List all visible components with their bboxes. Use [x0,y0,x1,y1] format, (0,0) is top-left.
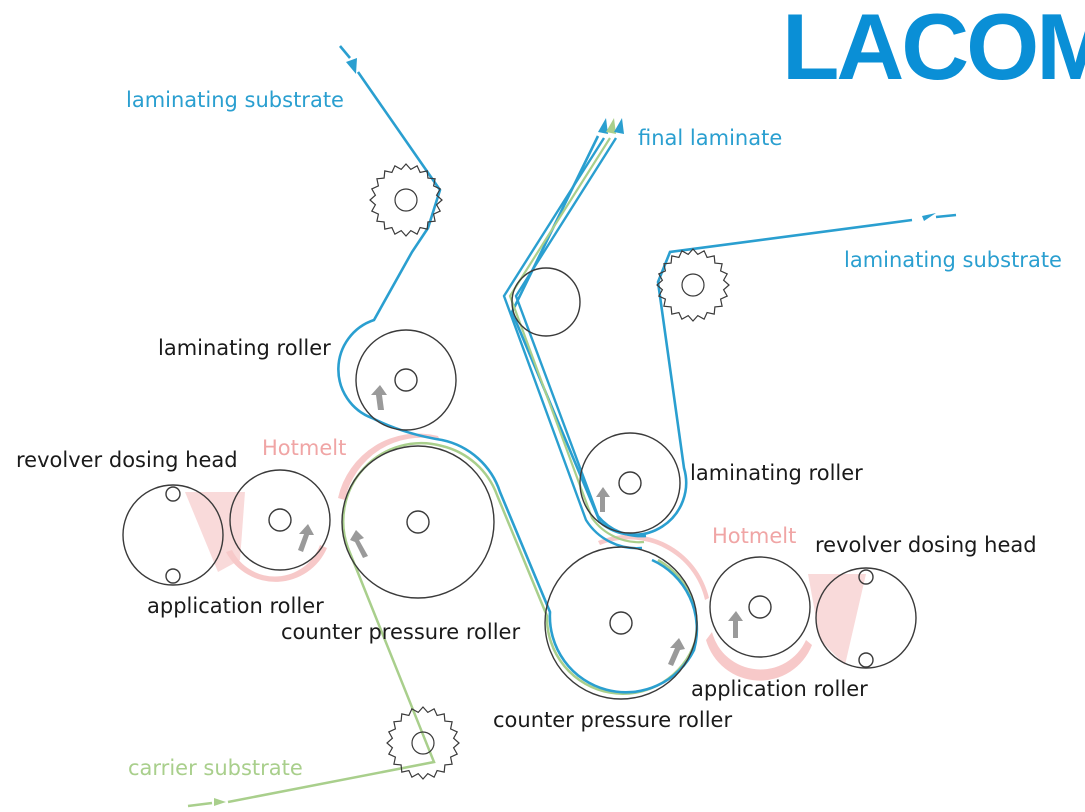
revolver-dosing-head-left [122,484,224,586]
gear-roller-bottom-hub [411,731,435,755]
label-laminating-substrate-left: laminating substrate [126,88,344,112]
revolver-dosing-head-right-nozzle-bottom [858,652,874,668]
final-laminate-band-inner [514,137,647,538]
counter-pressure-roller-right [544,546,698,700]
carrier-arrow-tail [187,801,213,808]
final-laminate-arrow-2 [606,118,616,134]
rotation-arrow-laminating-roller-right [596,487,610,512]
label-counter-pressure-roller-left: counter pressure roller [281,620,521,644]
label-application-roller-right: application roller [691,677,868,701]
laminating-roller-left-hub [394,368,418,392]
revolver-dosing-head-left-nozzle-top [165,486,181,502]
label-laminating-roller-left: laminating roller [158,336,331,360]
label-revolver-dosing-head-left: revolver dosing head [16,448,238,472]
hotmelt-nip-right [706,632,812,681]
counter-pressure-roller-left-hub [406,510,430,534]
revolver-dosing-head-right [815,567,917,669]
final-laminate-arrow-3 [614,118,624,134]
label-revolver-dosing-head-right: revolver dosing head [815,533,1037,557]
final-laminate-arrow-1 [598,118,608,134]
rotation-arrow-application-roller-right [728,611,743,638]
revolver-dosing-head-right-nozzle-top [858,569,874,585]
label-laminating-roller-right: laminating roller [690,461,863,485]
lacom-logo: LACOM [782,0,1085,99]
application-roller-left-hub [268,508,292,532]
laminating-roller-right [579,432,681,534]
laminating-substrate-right-arrow-head [922,213,936,221]
gear-roller-right-hub [681,273,705,297]
label-carrier-substrate: carrier substrate [128,756,303,780]
label-laminating-substrate-right: laminating substrate [844,248,1062,272]
rotation-arrow-application-roller-left [298,524,314,552]
laminating-substrate-left-arrow-head [346,58,357,74]
application-roller-right-hub [748,595,772,619]
label-hotmelt-left: Hotmelt [262,436,347,460]
rotation-arrow-counter-pressure-roller-right [668,638,685,666]
final-laminate-band-middle [508,137,645,544]
hotmelt-layer-left-counter [338,433,440,500]
rotation-arrow-laminating-roller-left [371,385,387,410]
laminating-roller-right-hub [618,471,642,495]
counter-pressure-roller-right-hub [609,611,633,635]
carrier-arrow-head [214,798,226,806]
counter-pressure-roller-left [341,445,495,599]
laminating-substrate-left-arrow-tail [339,45,351,59]
application-roller-right [709,556,811,658]
application-roller-left [229,469,331,571]
label-application-roller-left: application roller [147,594,324,618]
laminating-substrate-left-web [337,71,699,694]
gear-roller-bottom [386,706,460,780]
label-counter-pressure-roller-right: counter pressure roller [493,708,733,732]
revolver-dosing-head-left-nozzle-bottom [165,568,181,584]
hotmelt-nip-left [226,545,327,582]
gear-roller-right [656,248,730,322]
laminating-substrate-right-arrow-tail [935,213,957,219]
laminating-roller-left [355,329,457,431]
rotation-arrow-counter-pressure-roller-left [350,530,368,558]
gear-roller-top-left-hub [394,188,418,212]
label-hotmelt-right: Hotmelt [712,524,797,548]
guide-roller-top [511,267,581,337]
label-final-laminate: final laminate [638,126,783,150]
gear-roller-top-left [369,163,443,237]
